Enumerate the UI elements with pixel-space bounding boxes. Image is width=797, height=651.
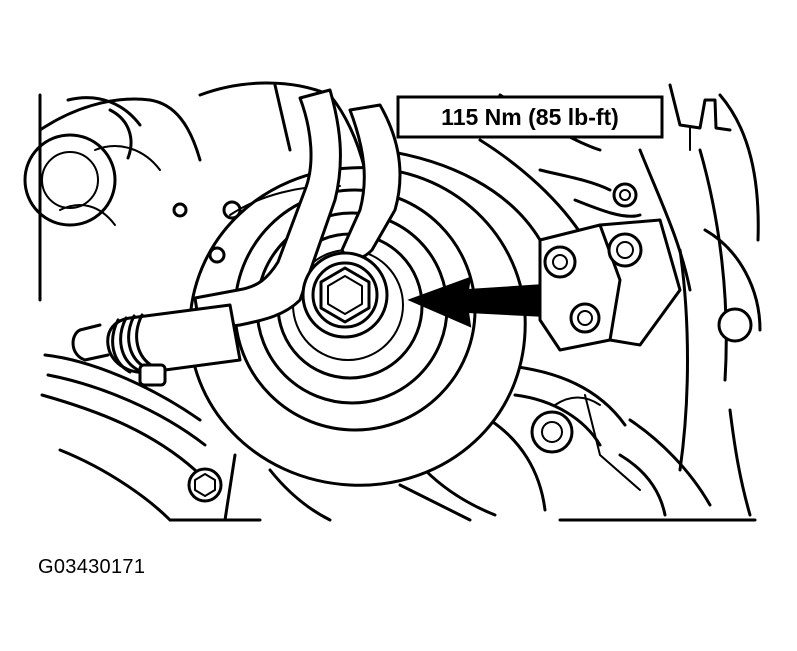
figure-id: G03430171 xyxy=(38,556,146,578)
torque-label: 115 Nm (85 lb-ft) xyxy=(441,104,619,130)
idler-pulley xyxy=(23,96,142,227)
mounting-bracket xyxy=(538,218,682,352)
torque-callout: 115 Nm (85 lb-ft) xyxy=(396,95,664,139)
hose-clip xyxy=(668,83,732,151)
holding-tool xyxy=(172,88,402,332)
bracket-bolts xyxy=(187,182,753,503)
crankshaft-bolt xyxy=(301,251,389,339)
tool-handle xyxy=(71,303,242,387)
